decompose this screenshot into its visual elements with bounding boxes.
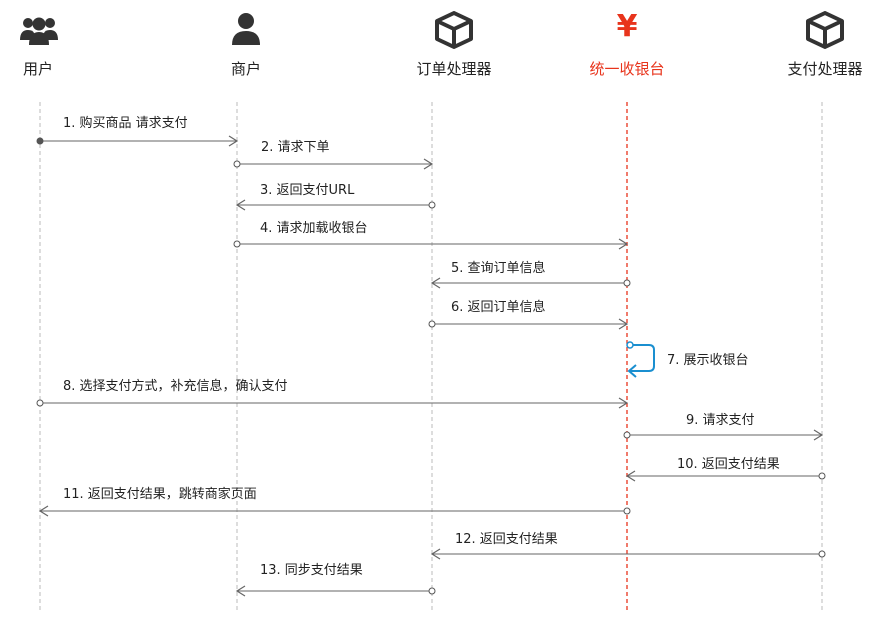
arrow-head [228, 135, 239, 147]
message-label: 13. 同步支付结果 [260, 563, 363, 578]
actor-label-payment-processor: 支付处理器 [787, 60, 863, 78]
arrow-start-dot [428, 201, 436, 209]
arrow-head [813, 429, 824, 441]
user-icon [232, 13, 260, 45]
yen-icon: ¥ [616, 9, 638, 44]
arrow-head [38, 505, 49, 517]
arrow-start-dot [428, 320, 436, 328]
arrow-start-dot [623, 507, 631, 515]
message-label: 6. 返回订单信息 [451, 300, 546, 315]
arrow-head [625, 470, 636, 482]
actor-label-cashier: 统一收银台 [589, 60, 665, 78]
arrow-start-dot [626, 341, 634, 349]
arrow-start-dot [36, 399, 44, 407]
arrow-head [430, 548, 441, 560]
arrow-head [618, 238, 629, 250]
actor-label-user: 用户 [22, 60, 53, 78]
arrow-head [235, 199, 246, 211]
arrow-start-dot [233, 160, 241, 168]
message-label: 3. 返回支付URL [260, 183, 355, 198]
message-label: 7. 展示收银台 [667, 353, 749, 368]
self-message-arrow [629, 344, 655, 372]
arrow-start-dot [818, 472, 826, 480]
users-group-icon [20, 17, 58, 45]
box-icon [806, 11, 844, 49]
message-label: 4. 请求加载收银台 [260, 221, 368, 236]
box-icon [435, 11, 473, 49]
arrow-start-dot [623, 431, 631, 439]
arrow-head [430, 277, 441, 289]
arrow-start-dot [428, 587, 436, 595]
message-label: 12. 返回支付结果 [455, 532, 558, 547]
actor-label-merchant: 商户 [230, 60, 261, 78]
arrow-head [618, 397, 629, 409]
arrow-head [618, 318, 629, 330]
message-label: 10. 返回支付结果 [677, 457, 780, 472]
message-label: 5. 查询订单信息 [451, 261, 546, 276]
arrow-head [627, 364, 637, 378]
message-label: 9. 请求支付 [686, 413, 755, 428]
message-label: 11. 返回支付结果，跳转商家页面 [63, 487, 257, 502]
arrow-head [423, 158, 434, 170]
arrow-start-dot [623, 279, 631, 287]
arrow-start-dot [233, 240, 241, 248]
actor-label-order-processor: 订单处理器 [416, 60, 492, 78]
message-label: 1. 购买商品 请求支付 [63, 116, 188, 131]
arrow-start-dot [818, 550, 826, 558]
message-label: 8. 选择支付方式，补充信息，确认支付 [63, 379, 288, 394]
arrow-start-dot [36, 137, 44, 145]
arrow-head [235, 585, 246, 597]
message-label: 2. 请求下单 [261, 140, 330, 155]
